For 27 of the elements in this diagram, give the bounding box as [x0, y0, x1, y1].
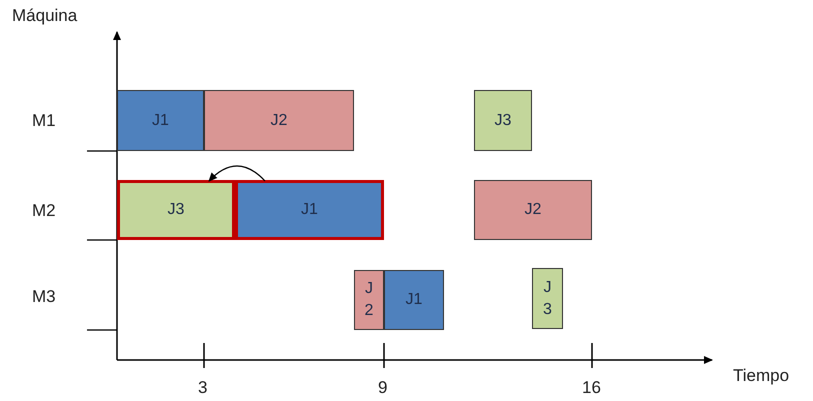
task-label: J3 [168, 200, 184, 220]
task-label: J 3 [543, 278, 552, 320]
task-bar [532, 268, 563, 329]
tick-label: 16 [582, 378, 601, 398]
axis-title: Tiempo [733, 366, 790, 386]
task-bar [235, 180, 384, 240]
task-bar [474, 180, 592, 240]
row-label: M2 [32, 201, 56, 221]
task-label: J2 [270, 110, 288, 130]
task-bar [117, 90, 204, 151]
curved-arrow [208, 165, 266, 182]
task-label: J2 [524, 200, 542, 220]
task-bar [117, 180, 235, 240]
task-label: J1 [301, 200, 318, 220]
task-bar [354, 270, 384, 330]
tick-label: 3 [198, 378, 208, 398]
row-label: M3 [32, 287, 56, 307]
task-label: J3 [494, 110, 512, 130]
task-label: J 2 [364, 279, 374, 321]
tick-label: 9 [378, 378, 388, 398]
task-bar [474, 90, 532, 151]
task-label: J1 [152, 110, 169, 130]
task-label: J1 [406, 290, 422, 310]
axis-title: Máquina [12, 6, 78, 26]
row-label: M1 [32, 111, 56, 131]
task-bar [384, 270, 444, 330]
task-bar [204, 90, 354, 151]
